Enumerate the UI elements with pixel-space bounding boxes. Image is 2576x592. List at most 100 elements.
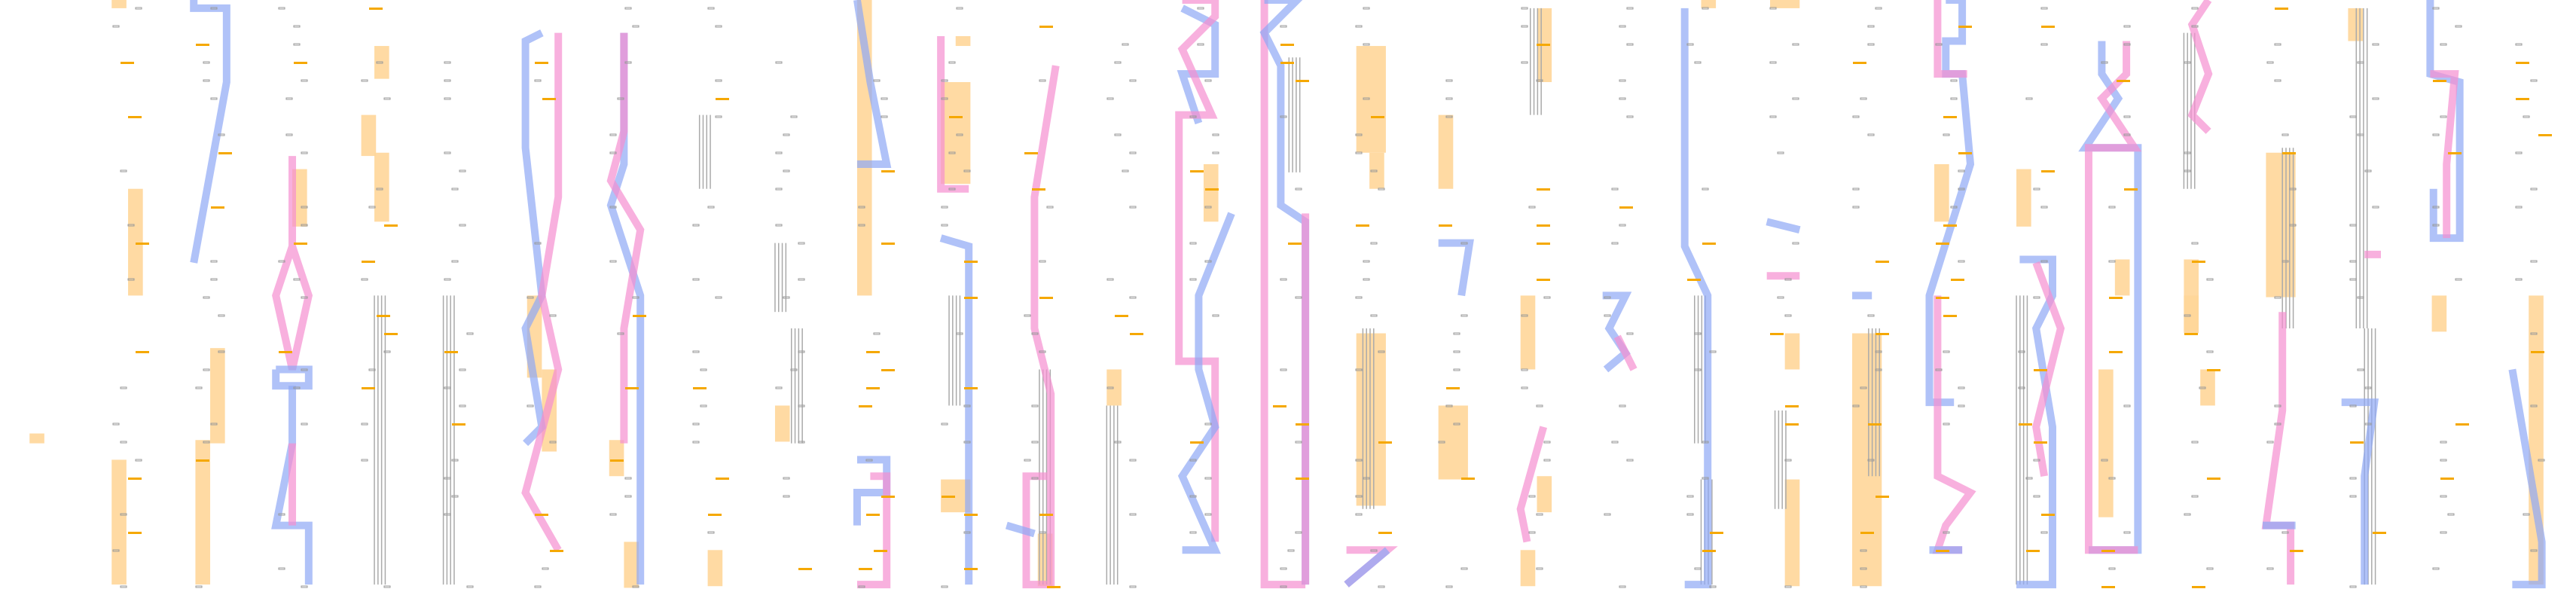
orange-dash	[798, 568, 812, 570]
gray-marker	[2530, 549, 2538, 552]
gray-marker	[1626, 115, 1634, 118]
gray-marker	[2440, 43, 2447, 46]
gray-marker	[715, 25, 722, 28]
orange-dash	[1943, 315, 1957, 317]
gray-marker	[534, 242, 542, 245]
gray-marker	[451, 459, 459, 462]
gray-marker	[963, 169, 971, 172]
orange-dash	[1951, 279, 1964, 281]
gray-marker	[2025, 97, 2033, 100]
gray-marker	[617, 332, 624, 335]
orange-dash	[2041, 514, 2055, 516]
gray-marker	[1355, 513, 1363, 516]
gray-marker	[1694, 61, 1702, 64]
gray-marker	[1852, 404, 1860, 407]
orange-dash	[1039, 514, 1053, 516]
orange-dash	[1702, 550, 1716, 552]
orange-dash	[1860, 532, 1874, 534]
gray-marker	[1784, 314, 1792, 317]
orange-dash	[294, 62, 307, 64]
gray-marker	[1189, 242, 1197, 245]
gray-marker	[1114, 441, 1122, 444]
gray-marker	[1039, 79, 1046, 82]
gray-marker	[858, 224, 865, 227]
orange-dash	[1943, 116, 1957, 118]
gray-marker	[120, 513, 127, 516]
gray-marker	[361, 278, 368, 281]
gray-marker	[783, 169, 790, 172]
gray-marker	[1212, 133, 1219, 136]
gray-marker	[1129, 296, 1137, 299]
orange-block	[111, 0, 127, 8]
gray-marker	[278, 513, 285, 516]
gray-marker	[2040, 531, 2048, 534]
blue-track	[1344, 547, 1390, 587]
orange-dash	[964, 297, 978, 299]
gray-marker	[1702, 477, 1709, 480]
gray-marker	[2349, 477, 2357, 480]
orange-dash	[2516, 98, 2529, 100]
route-tracks	[190, 0, 2546, 589]
gray-marker	[2357, 61, 2364, 64]
gray-marker	[293, 25, 301, 28]
gray-marker	[1875, 368, 1882, 371]
gray-marker	[624, 7, 632, 10]
orange-dash	[542, 98, 556, 100]
gray-marker	[218, 314, 225, 317]
gray-marker	[2440, 441, 2447, 444]
orange-block	[1784, 333, 1800, 370]
orange-block	[2348, 8, 2364, 41]
pink-track	[1932, 295, 1976, 554]
orange-dash	[874, 550, 887, 552]
gray-marker	[1370, 549, 1378, 552]
orange-dash	[1785, 405, 1799, 407]
gray-marker	[2108, 260, 2116, 263]
gray-marker	[1860, 567, 1867, 570]
orange-block	[361, 114, 377, 157]
gray-marker	[2530, 404, 2538, 407]
gray-marker	[1197, 43, 1204, 46]
gray-marker	[1106, 278, 1114, 281]
orange-dash	[1461, 478, 1475, 480]
orange-dash	[964, 387, 978, 389]
orange-dash	[1371, 116, 1384, 118]
orange-dash	[2041, 26, 2055, 28]
orange-block	[2431, 295, 2447, 332]
orange-dash	[377, 315, 390, 317]
orange-dash	[693, 387, 707, 389]
gray-marker	[1852, 188, 1860, 191]
orange-block	[128, 188, 143, 296]
gray-marker	[1204, 206, 1212, 209]
gray-marker	[963, 404, 971, 407]
gray-marker	[775, 224, 783, 227]
gray-marker	[941, 206, 948, 209]
gray-marker	[783, 133, 790, 136]
blue-track	[853, 0, 892, 168]
gray-marker	[2523, 115, 2530, 118]
gray-marker	[1769, 7, 1777, 10]
gray-marker	[617, 97, 624, 100]
gray-marker	[956, 332, 963, 335]
gray-marker	[700, 404, 707, 407]
gray-marker	[278, 567, 285, 570]
gray-marker	[368, 206, 376, 209]
gray-marker	[1106, 97, 1114, 100]
gray-marker	[1619, 79, 1626, 82]
gray-marker	[956, 7, 963, 10]
orange-dash	[1876, 496, 1889, 498]
gray-marker	[2530, 188, 2538, 191]
blue-track	[1766, 218, 1801, 234]
orange-dash	[633, 315, 646, 317]
gray-marker	[2274, 43, 2281, 46]
orange-block	[609, 440, 624, 477]
orange-dash	[1958, 152, 1972, 154]
orange-dash	[2192, 261, 2205, 263]
gray-marker	[2274, 404, 2281, 407]
gray-marker	[1860, 549, 1867, 552]
gray-marker	[1619, 585, 1626, 588]
gray-marker	[1031, 404, 1039, 407]
gray-marker	[2530, 332, 2538, 335]
gray-marker	[1619, 97, 1626, 100]
gray-marker	[775, 188, 783, 191]
